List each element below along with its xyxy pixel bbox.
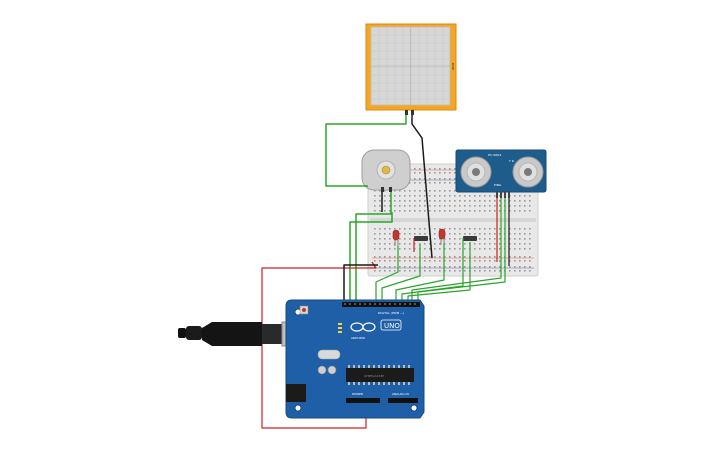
wire-green: [381, 244, 421, 300]
wire-green: [325, 115, 407, 187]
wire-green: [355, 192, 392, 300]
power-header-label: POWER: [352, 392, 363, 396]
arduino-brand: ARDUINO: [351, 336, 366, 340]
power-jack: [286, 384, 306, 402]
wire-green: [395, 244, 445, 300]
chip-label: ATMEGA328P: [364, 374, 384, 378]
ultrasonic-sensor[interactable]: HC-SR04 T R PING: [455, 149, 547, 198]
arduino-uno-board[interactable]: DIGITAL (PWM ~) ARDUINO UNO ATMEGA328P P…: [285, 299, 425, 419]
wire-black: [343, 264, 378, 300]
sensor-side-label: T R: [508, 159, 514, 163]
resistor-right[interactable]: [463, 236, 477, 241]
wire-green: [375, 246, 399, 300]
wires: [261, 115, 510, 429]
wire-green: [417, 198, 506, 300]
dc-motor-icon[interactable]: [361, 149, 411, 192]
uno-logo-text: UNO: [384, 322, 400, 330]
wire-green: [349, 212, 393, 300]
sensor-pins-label: PING: [494, 183, 502, 187]
digital-header-label: DIGITAL (PWM ~): [378, 311, 404, 315]
resistor-left[interactable]: [414, 236, 428, 241]
analog-header-label: ANALOG IN: [392, 392, 409, 396]
atmega-chip: [346, 368, 414, 382]
plotter-display[interactable]: DISP: [365, 23, 457, 115]
wire-red: [261, 261, 377, 429]
wire-black: [411, 115, 433, 259]
wire-green: [411, 198, 502, 300]
infinity-logo-icon: [350, 322, 376, 332]
led-left[interactable]: [392, 229, 400, 246]
sensor-model-label: HC-SR04: [488, 153, 501, 157]
plotter-label: DISP: [451, 63, 455, 70]
wire-green: [407, 242, 471, 300]
